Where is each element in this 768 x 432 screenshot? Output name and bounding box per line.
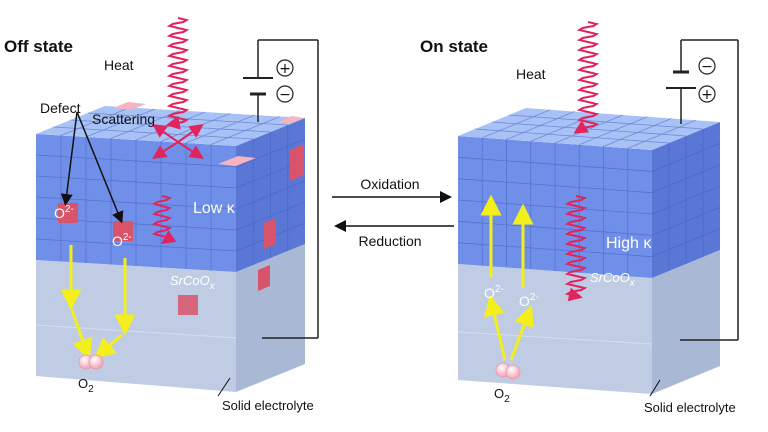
off-defects: [58, 102, 304, 315]
off-battery-plus: +: [279, 61, 291, 77]
on-film-block: [457, 108, 721, 278]
off-ion-paths: [60, 245, 136, 360]
off-oxygen-label: O2: [78, 376, 94, 395]
on-electrolyte-pointer: [649, 379, 661, 397]
on-oxygen-label: O2: [494, 386, 510, 405]
oxidation-label: Oxidation: [360, 176, 419, 192]
on-material-label: SrCoOx: [590, 270, 636, 289]
off-heat-label: Heat: [104, 57, 134, 73]
off-ion-label-2: O2-: [112, 232, 132, 249]
off-battery-circuit: [243, 39, 319, 339]
off-material-label: SrCoOx: [170, 273, 216, 292]
off-state-title: Off state: [4, 37, 73, 56]
off-battery-minus: −: [279, 87, 291, 103]
on-battery-minus: −: [701, 59, 713, 75]
reduction-label: Reduction: [358, 233, 421, 249]
on-electrolyte-block: [457, 250, 720, 394]
off-kappa-label: Low κ: [193, 200, 236, 217]
off-film-grid: [35, 107, 306, 271]
on-ion-paths: [480, 194, 535, 361]
transition-arrows: Oxidation Reduction: [332, 176, 454, 249]
on-battery-plus: +: [701, 87, 713, 103]
on-film-grid: [457, 109, 721, 277]
off-ion-label-1: O2-: [54, 204, 74, 221]
off-electrolyte-pointer: [217, 377, 231, 397]
scattering-arrows: [152, 123, 204, 159]
defect-pointers: [60, 111, 124, 224]
off-film-block: [35, 106, 306, 272]
off-o2-molecule: [78, 354, 104, 370]
on-heat-wave: [573, 21, 600, 134]
on-electrolyte-label: Solid electrolyte: [644, 400, 736, 415]
off-electrolyte-label: Solid electrolyte: [222, 398, 314, 413]
on-ion-label-2: O2-: [519, 292, 539, 309]
defect-label: Defect: [40, 100, 81, 116]
off-kappa-wave: [152, 195, 177, 244]
on-heat-label: Heat: [516, 66, 546, 82]
on-state-panel: On state: [420, 21, 739, 415]
on-kappa-wave: [564, 195, 588, 302]
on-ion-label-1: O2-: [484, 284, 504, 301]
on-battery-circuit: [666, 39, 739, 341]
on-kappa-label: High κ: [606, 235, 652, 252]
on-state-title: On state: [420, 37, 488, 56]
off-heat-wave: [165, 17, 190, 130]
off-state-panel: Off state: [4, 17, 319, 413]
scattering-label: Scattering: [92, 111, 155, 127]
on-o2-molecule: [495, 362, 521, 380]
